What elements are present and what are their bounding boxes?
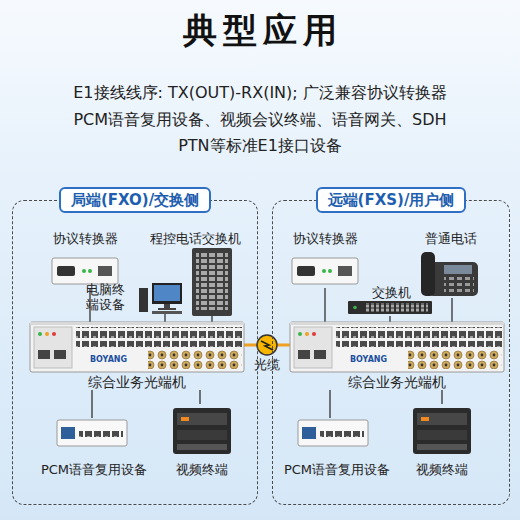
led xyxy=(353,306,357,310)
device-label: 综合业务光端机 xyxy=(88,374,186,390)
pc-monitor xyxy=(152,283,182,304)
protocol-converter-icon xyxy=(52,258,118,284)
pbx-cabinet xyxy=(192,248,232,316)
device-node: PCM语音复用设备 xyxy=(38,418,150,478)
phone-body xyxy=(428,262,478,296)
panel-heading: 远端(FXS)/用户侧 xyxy=(316,187,467,213)
device-node: 程控电话交换机 xyxy=(145,232,245,316)
switch-ports xyxy=(366,303,428,312)
device-label: 协议转换器 xyxy=(293,232,358,247)
device-node: 协议转换器 xyxy=(282,232,368,288)
connector-line xyxy=(451,298,452,322)
pc-screen xyxy=(154,285,180,301)
device-label: PCM语音复用设备 xyxy=(284,463,390,478)
pcm-mux-icon xyxy=(57,420,127,446)
phone-keypad xyxy=(444,276,474,294)
device-node: 普通电话 xyxy=(408,232,494,298)
device-label: 程控电话交换机 xyxy=(150,232,241,247)
protocol-converter-icon xyxy=(292,258,358,284)
brand-mark: BOYANG xyxy=(350,355,387,364)
pcm-mux-icon xyxy=(298,420,368,446)
panel-heading: 局端(FXO)/交换侧 xyxy=(59,187,211,213)
device-label: 综合业务光端机 xyxy=(348,374,446,390)
phone-handset xyxy=(421,252,435,296)
description-line: PTN等标准E1接口设备 xyxy=(178,137,342,155)
connector-line xyxy=(164,314,165,322)
switch-body xyxy=(348,301,432,314)
description-line: E1接线线序: TX(OUT)-RX(IN); 广泛兼容协议转换器 xyxy=(73,84,447,102)
connector-line xyxy=(91,390,92,418)
device-node: 视频终端 xyxy=(406,404,478,478)
pc-stand xyxy=(164,304,170,308)
edge-label: 光缆 xyxy=(254,358,280,373)
device-node: 综合业务光端机 xyxy=(30,322,244,390)
optical-terminal-rack xyxy=(30,322,244,372)
connector-line xyxy=(329,390,330,418)
pc-base xyxy=(158,308,176,310)
device-node: PCM语音复用设备 xyxy=(280,418,394,478)
group-panel: 局端(FXO)/交换侧协议转换器程控电话交换机电脑终端设备综合业务光端机PCM语… xyxy=(12,200,258,505)
device-node: 视频终端 xyxy=(166,404,238,478)
device-label: 普通电话 xyxy=(425,232,477,247)
device-label: PCM语音复用设备 xyxy=(41,463,147,478)
device-node: 协议转换器 xyxy=(40,232,130,288)
fiber-icon xyxy=(257,335,277,355)
device-label: 视频终端 xyxy=(416,463,468,478)
optical-terminal-rack xyxy=(290,322,504,372)
video-terminal-icon xyxy=(413,408,471,454)
connector-line xyxy=(389,316,390,322)
title: 典型应用 xyxy=(0,10,520,51)
connector-line xyxy=(441,390,442,404)
description-line: PCM语音复用设备、视频会议终端、语音网关、SDH xyxy=(73,111,446,129)
device-label: 电脑终端设备 xyxy=(86,283,126,313)
device-label: 视频终端 xyxy=(176,463,228,478)
device-node: 交换机 xyxy=(345,286,437,316)
pc-keyboard xyxy=(152,311,182,314)
connector-line xyxy=(211,316,212,322)
group-panel: 远端(FXS)/用户侧协议转换器普通电话交换机综合业务光端机PCM语音复用设备视… xyxy=(272,200,510,505)
connector-line xyxy=(324,288,325,322)
pbx-slots xyxy=(196,252,228,310)
video-terminal-icon xyxy=(173,408,231,454)
device-node: 电脑终端设备 xyxy=(86,282,190,314)
connector-line xyxy=(199,390,200,404)
device-node: 综合业务光端机 xyxy=(290,322,504,390)
device-label: 协议转换器 xyxy=(53,232,118,247)
phone-screen xyxy=(444,265,472,274)
device-label: 交换机 xyxy=(372,286,411,301)
pc-tower xyxy=(139,288,148,312)
brand-mark: BOYANG xyxy=(90,355,127,364)
